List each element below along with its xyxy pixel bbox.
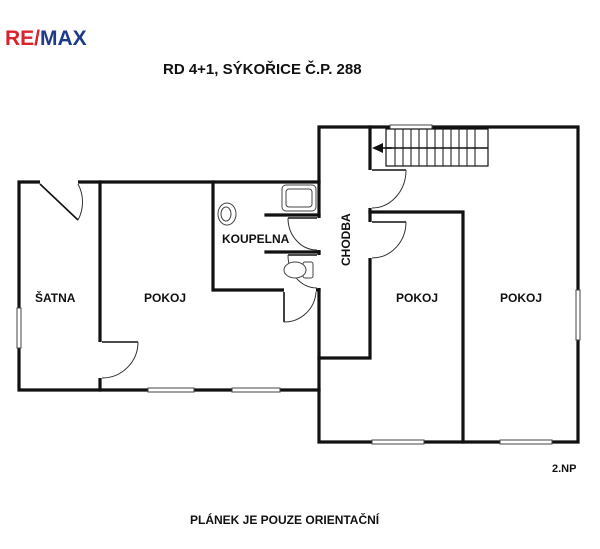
logo-max-text: MAX (40, 27, 87, 50)
room-label-koupelna: KOUPELNA (222, 232, 290, 246)
svg-text:RE/MAX: RE/MAX (5, 27, 87, 50)
room-label-pokoj-right: POKOJ (500, 291, 542, 305)
walls (17, 125, 580, 444)
room-label-satna: ŠATNA (35, 290, 76, 305)
room-label-pokoj-mid: POKOJ (396, 291, 438, 305)
stair-arrow-icon (372, 143, 383, 153)
remax-logo: RE/MAX (5, 27, 87, 50)
doors (39, 169, 407, 379)
plan-title: RD 4+1, SÝKOŘICE Č.P. 288 (163, 60, 362, 78)
floor-label: 2.NP (552, 463, 576, 475)
room-label-pokoj-left: POKOJ (144, 291, 186, 305)
room-label-chodba: CHODBA (339, 213, 353, 266)
toilet-icon (283, 261, 314, 279)
windows (16, 124, 581, 445)
door-openings (40, 170, 373, 378)
staircase (372, 128, 489, 167)
bathroom-fixtures (217, 184, 317, 279)
plan-disclaimer: PLÁNEK JE POUZE ORIENTAČNÍ (190, 512, 380, 527)
logo-re-text: RE/ (5, 27, 40, 50)
